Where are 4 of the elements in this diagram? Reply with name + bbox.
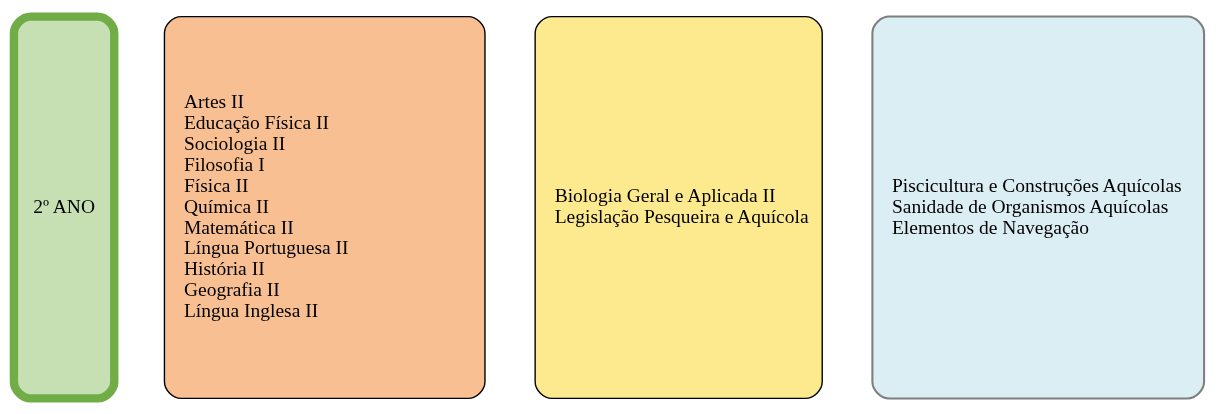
node-box: Biologia Geral e Aplicada II Legislação Pesqueira e Aquícola	[534, 15, 823, 399]
node-box: Piscicultura e Construções Aquícolas Sanidade de Organismos Aquícolas Elementos de Navegação	[871, 15, 1206, 399]
node-box: Artes II Educação Física II Sociologia II Filosofia I Física II Química II Matemática II Língua Portuguesa II História II Geografia II Língua Inglesa II	[163, 15, 486, 399]
node-box: 2º ANO	[9, 11, 119, 403]
